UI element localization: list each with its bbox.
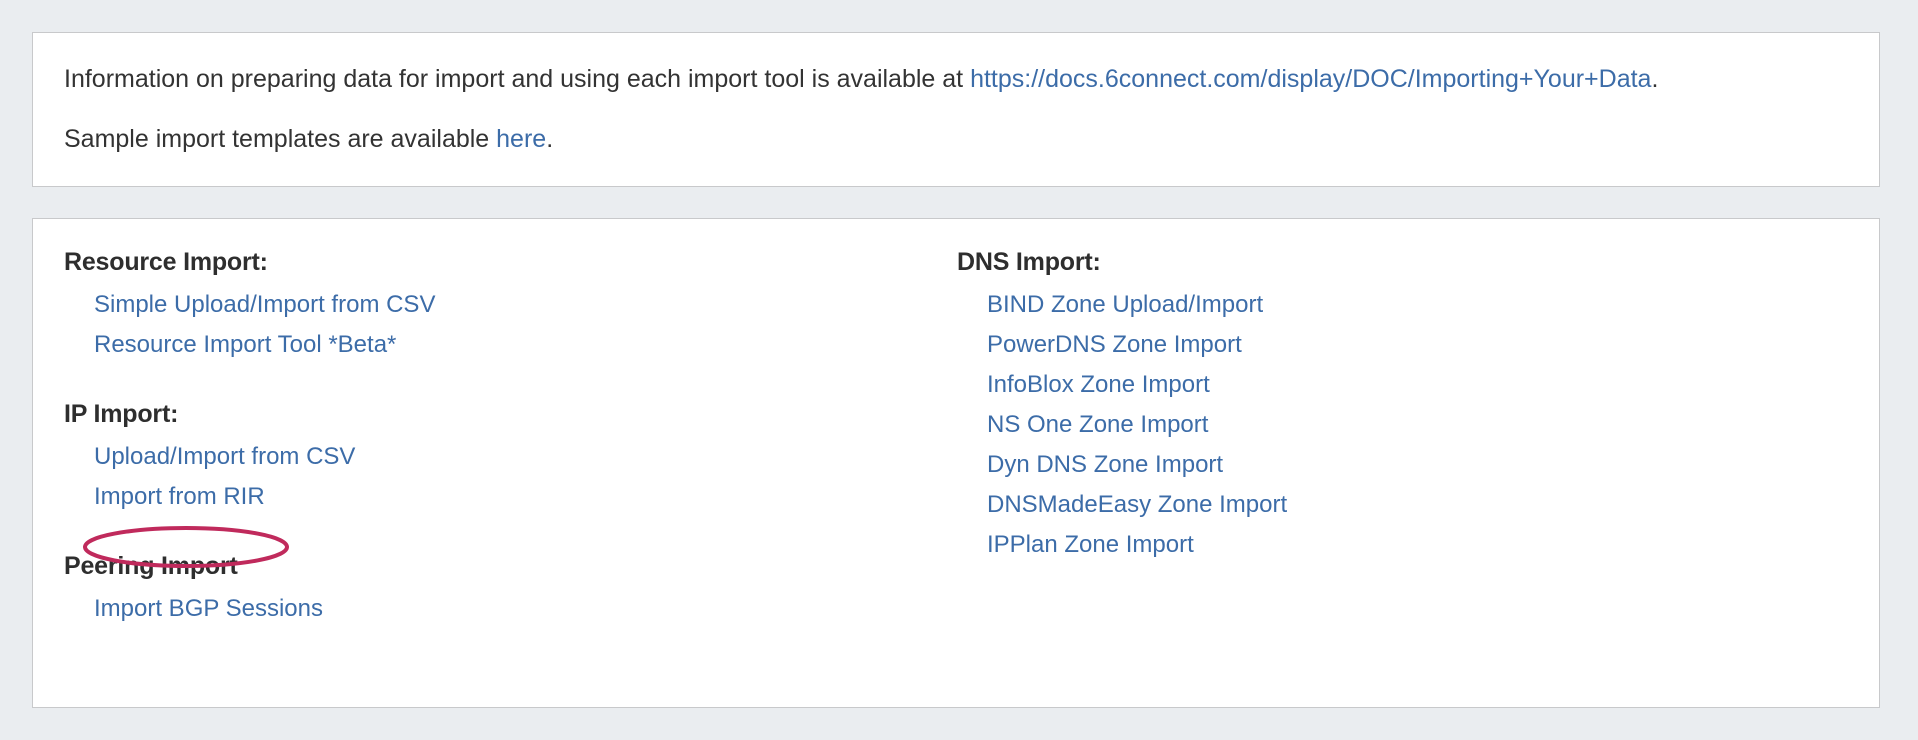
link-import-from-rir[interactable]: Import from RIR [94, 483, 265, 510]
resource-import-link-list: Simple Upload/Import from CSV Resource I… [64, 285, 824, 365]
link-dyn-dns-zone-import[interactable]: Dyn DNS Zone Import [987, 451, 1224, 478]
list-item: Dyn DNS Zone Import [987, 445, 1717, 485]
link-ns-one-zone-import[interactable]: NS One Zone Import [987, 411, 1209, 438]
ip-import-link-list: Upload/Import from CSV Import from RIR [64, 437, 824, 517]
link-dnsmadeeasy-zone-import[interactable]: DNSMadeEasy Zone Import [987, 491, 1288, 518]
list-item: InfoBlox Zone Import [987, 365, 1717, 405]
list-item: Import from RIR [94, 477, 824, 517]
list-item: DNSMadeEasy Zone Import [987, 485, 1717, 525]
info-panel: Information on preparing data for import… [32, 32, 1880, 187]
heading-ip-import: IP Import: [64, 400, 179, 428]
heading-peering-import: Peering Import [64, 552, 238, 580]
list-item: Upload/Import from CSV [94, 437, 824, 477]
link-simple-upload-import-from-csv[interactable]: Simple Upload/Import from CSV [94, 291, 436, 318]
list-item: BIND Zone Upload/Import [987, 285, 1717, 325]
link-upload-import-from-csv[interactable]: Upload/Import from CSV [94, 443, 356, 470]
dns-import-link-list: BIND Zone Upload/Import PowerDNS Zone Im… [957, 285, 1717, 565]
info-line-documentation: Information on preparing data for import… [64, 64, 1658, 94]
group-ip-import: IP Import: Upload/Import from CSV Import… [64, 397, 824, 568]
info-line-1-prefix: Information on preparing data for import… [64, 65, 971, 93]
heading-dns-import: DNS Import: [957, 248, 1101, 276]
link-resource-import-tool-beta[interactable]: Resource Import Tool *Beta* [94, 331, 397, 358]
list-item: IPPlan Zone Import [987, 525, 1717, 565]
link-bind-zone-upload-import[interactable]: BIND Zone Upload/Import [987, 291, 1264, 318]
documentation-link[interactable]: https://docs.6connect.com/display/DOC/Im… [970, 65, 1652, 93]
import-links-panel: Resource Import: Simple Upload/Import fr… [32, 218, 1880, 708]
list-item: Simple Upload/Import from CSV [94, 285, 824, 325]
link-powerdns-zone-import[interactable]: PowerDNS Zone Import [987, 331, 1242, 358]
info-line-templates: Sample import templates are available he… [64, 124, 553, 154]
group-peering-import: Peering Import Import BGP Sessions [64, 549, 824, 629]
link-ipplan-zone-import[interactable]: IPPlan Zone Import [987, 531, 1194, 558]
sample-templates-link[interactable]: here [496, 125, 547, 153]
list-item: Import BGP Sessions [94, 589, 824, 629]
group-dns-import: DNS Import: BIND Zone Upload/Import Powe… [957, 245, 1717, 565]
link-import-bgp-sessions[interactable]: Import BGP Sessions [94, 595, 323, 622]
right-column: DNS Import: BIND Zone Upload/Import Powe… [957, 245, 1717, 565]
peering-import-link-list: Import BGP Sessions [64, 589, 824, 629]
list-item: PowerDNS Zone Import [987, 325, 1717, 365]
info-line-2-prefix: Sample import templates are available [64, 125, 497, 153]
info-line-1-suffix: . [1651, 65, 1659, 93]
left-column: Resource Import: Simple Upload/Import fr… [64, 245, 824, 629]
link-infoblox-zone-import[interactable]: InfoBlox Zone Import [987, 371, 1210, 398]
list-item: NS One Zone Import [987, 405, 1717, 445]
list-item: Resource Import Tool *Beta* [94, 325, 824, 365]
heading-resource-import: Resource Import: [64, 248, 268, 276]
info-line-2-suffix: . [546, 125, 554, 153]
group-resource-import: Resource Import: Simple Upload/Import fr… [64, 245, 824, 365]
